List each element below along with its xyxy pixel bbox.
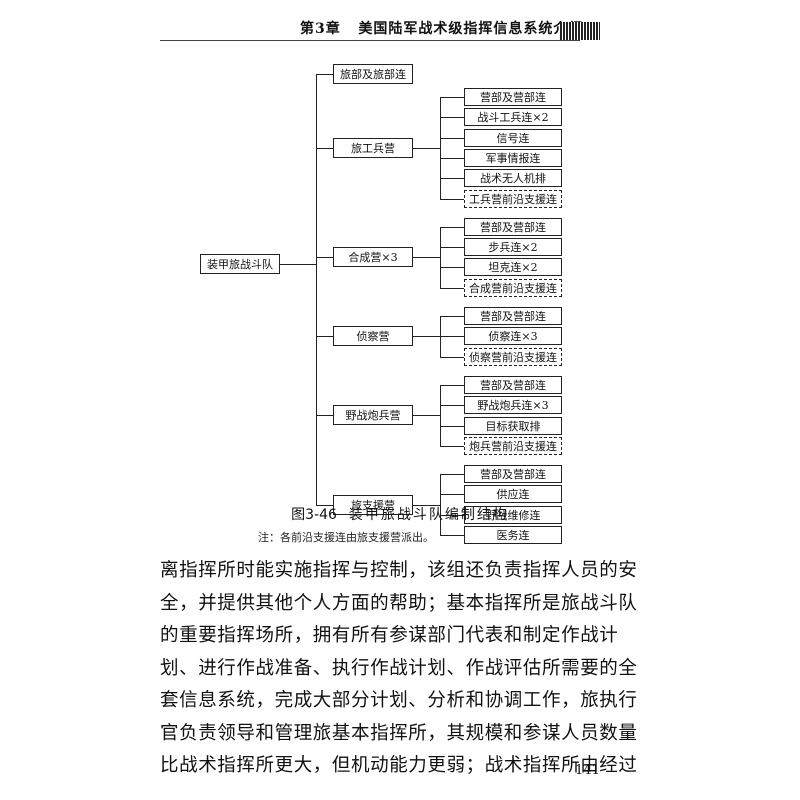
figure-number: 图3-46 [291,507,337,523]
leaf-node: 医务连 [464,526,562,544]
leaf-node: 侦察营前沿支援连 [464,347,562,366]
connector-line [440,514,464,516]
running-header: 第3章 美国陆军战术级指挥信息系统介绍 [150,18,600,42]
leaf-node: 营部及营部连 [464,465,562,484]
leaf-node: 野战维修连 [464,505,562,524]
connector-line [316,504,333,506]
chapter-label: 第3章 美国陆军战术级指挥信息系统介绍 [300,21,584,37]
connector-line [316,74,317,506]
branch-node: 合成营×3 [333,247,413,268]
leaf-node: 营部及营部连 [464,307,562,325]
connector-line [316,74,333,75]
body-line: 比战术指挥所更大，但机动能力更弱；战术指挥所由经过 [160,755,638,776]
connector-line [440,494,464,496]
figure-note: 注：各前沿支援连由旅支援营派出。 [258,531,434,544]
connector-line [440,287,464,289]
body-paragraph: 离指挥所时能实施指挥与控制，该组还负责指挥人员的安全，并提供其他个人方面的帮助；… [160,555,638,783]
connector-line [440,178,464,180]
connector-line [413,336,440,338]
connector-line [440,117,464,119]
header-rule [160,40,580,41]
connector-line [440,97,464,98]
connector-line [440,356,464,358]
leaf-node: 合成营前沿支援连 [464,278,562,297]
page-number: 141 [575,763,600,778]
connector-line [316,336,333,338]
leaf-node: 营部及营部连 [464,217,562,236]
connector-line [440,267,464,269]
connector-line [440,425,464,427]
connector-line [440,535,464,536]
figure-caption: 图3-46 装甲旅战斗队编制结构 [0,504,800,524]
leaf-node: 战斗工兵连×2 [464,108,562,127]
body-line: 套信息系统，完成大部分计划、分析和协调工作，旅执行 [160,690,638,711]
connector-line [413,147,440,149]
connector-line [413,415,440,417]
connector-line [440,97,441,200]
branch-node: 侦察营 [333,326,413,347]
connector-line [316,257,333,259]
connector-line [440,316,441,358]
branch-node: 旅支援营 [333,494,413,515]
leaf-node: 坦克连×2 [464,258,562,277]
leaf-node: 侦察连×3 [464,327,562,346]
branch-node: 野战炮兵营 [333,405,413,426]
connector-line [440,316,464,317]
leaf-node: 营部及营部连 [464,375,562,394]
connector-line [440,336,464,338]
body-line: 离指挥所时能实施指挥与控制，该组还负责指挥人员的安 [160,560,638,581]
connector-line [440,405,464,407]
leaf-node: 步兵连×2 [464,238,562,257]
leaf-node: 炮兵营前沿支援连 [464,436,562,455]
connector-line [316,415,333,417]
branch-node: 旅部及旅部连 [333,64,413,84]
connector-line [413,257,440,259]
leaf-node: 野战炮兵连×3 [464,396,562,415]
connector-line [440,198,464,200]
leaf-node: 信号连 [464,128,562,147]
leaf-node: 军事情报连 [464,148,562,167]
connector-line [440,157,464,159]
connector-line [440,226,464,228]
connector-line [440,384,464,386]
connector-line [413,504,440,506]
body-line: 官负责领导和管理旅基本指挥所，其规模和参谋人员数量 [160,722,638,744]
leaf-node: 工兵营前沿支援连 [464,189,562,208]
body-line: 的重要指挥场所，拥有所有参谋部门代表和制定作战计 [160,625,619,646]
leaf-node: 供应连 [464,485,562,504]
body-line: 全，并提供其他个人方面的帮助；基本指挥所是旅战斗队 [160,592,638,614]
leaf-node: 战术无人机排 [464,169,562,188]
connector-line [440,137,464,139]
leaf-node: 目标获取排 [464,416,562,435]
header-decor-bar [560,22,600,40]
leaf-node: 营部及营部连 [464,88,562,106]
connector-line [440,474,441,536]
branch-node: 旅工兵营 [333,137,413,158]
connector-line [440,384,441,447]
root-node: 装甲旅战斗队 [200,254,280,274]
connector-line [440,247,464,249]
body-line: 划、进行作战准备、执行作战计划、作战评估所需要的全 [160,657,638,679]
connector-line [440,445,464,447]
connector-line [280,264,316,265]
connector-line [316,147,333,149]
connector-line [440,226,441,289]
connector-line [440,474,464,476]
figure-title: 装甲旅战斗队编制结构 [348,507,509,523]
